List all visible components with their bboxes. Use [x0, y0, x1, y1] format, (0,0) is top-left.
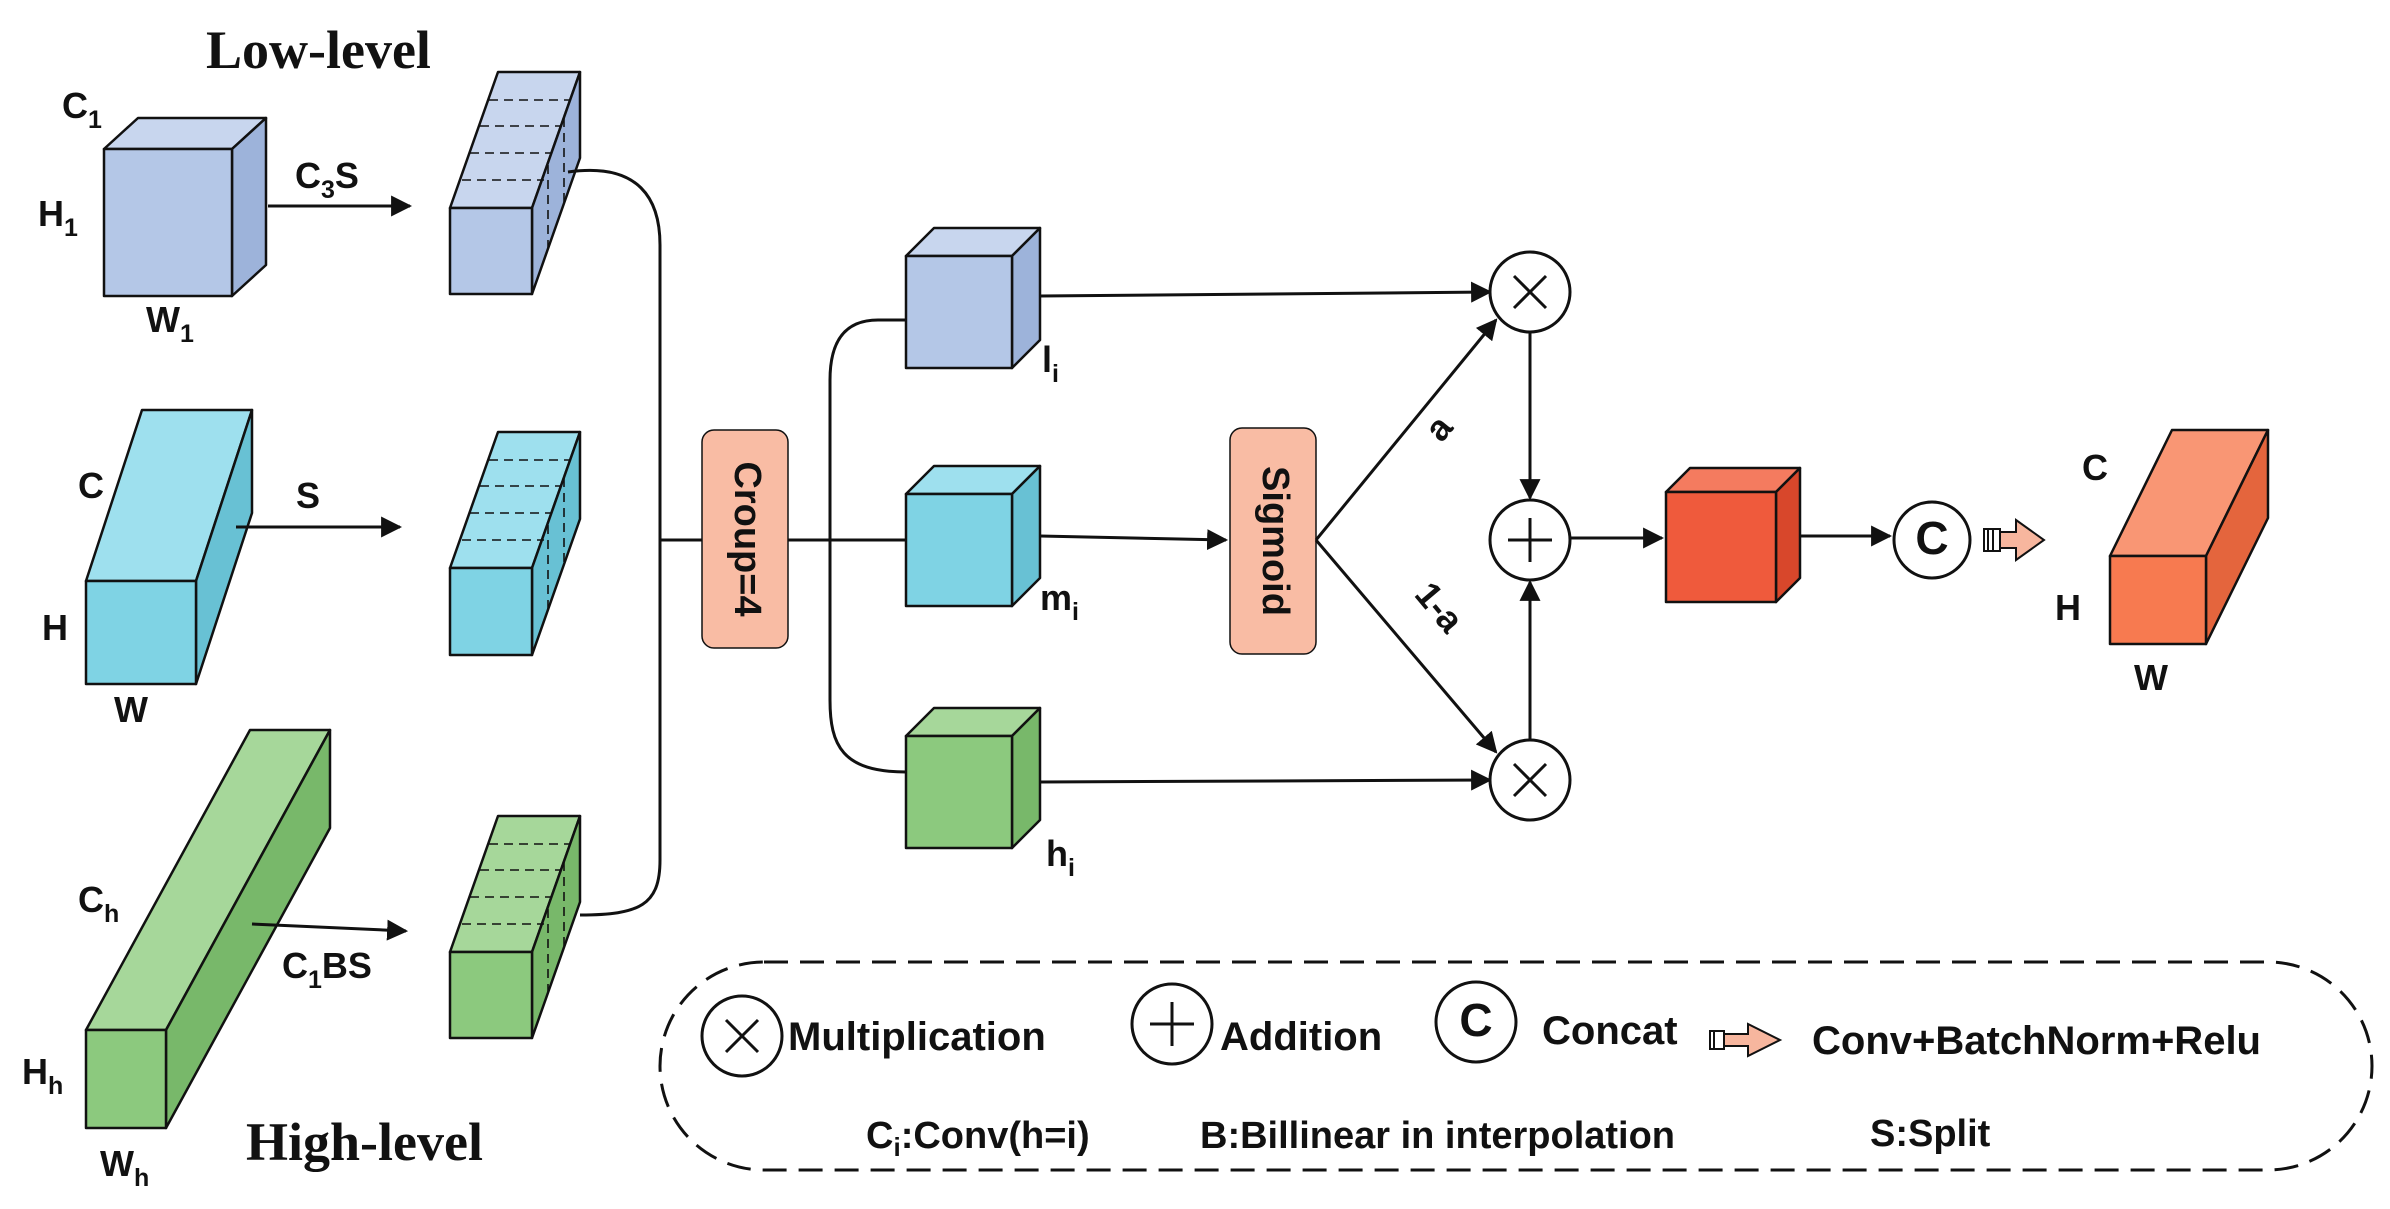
mid-level-split-slab: [448, 430, 582, 657]
high-level-input-cube: [84, 728, 332, 1130]
high-level-title: High-level: [246, 1112, 483, 1172]
low-level-split-slab: [448, 70, 582, 296]
mid-input-channel-label: C: [78, 465, 104, 506]
legend-bilinear-definition: B:Billinear in interpolation: [1200, 1115, 1675, 1157]
legend-concat-label: Concat: [1542, 1009, 1678, 1053]
mid-split-op-label: S: [296, 475, 320, 516]
output-height-label: H: [2055, 587, 2081, 628]
mid-input-width-label: W: [114, 689, 148, 730]
low-input-channel-label: C1: [62, 85, 102, 134]
legend-concat-icon: C: [1434, 980, 1518, 1064]
legend-split-definition: S:Split: [1870, 1113, 1991, 1155]
branch-h-label: hi: [1046, 833, 1075, 882]
l-to-multiply-arrow: [1039, 281, 1493, 303]
legend-conv-arrow-icon: [1709, 1022, 1783, 1058]
sigmoid-node-label: Sigmoid: [1254, 466, 1296, 616]
output-cube: [2108, 428, 2270, 646]
legend-addition-label: Addition: [1220, 1015, 1382, 1059]
high-split-arrow: [251, 919, 409, 941]
concat-node: C: [1892, 500, 1972, 580]
legend-conv-bn-relu-label: Conv+BatchNorm+Relu: [1812, 1019, 2261, 1063]
branch-l-cube: [904, 226, 1042, 370]
low-level-input-cube: [102, 116, 268, 298]
weight-one-minus-a-label: 1-a: [1407, 574, 1472, 641]
output-width-label: W: [2134, 657, 2168, 698]
group-node-label: Croup=4: [726, 461, 768, 616]
legend-multiplication-label: Multiplication: [788, 1015, 1046, 1059]
low-input-height-label: H1: [38, 193, 78, 242]
high-split-op-label: C1BS: [282, 945, 372, 994]
m-to-sigmoid-arrow: [1039, 529, 1229, 551]
legend-conv-definition: Ci:Conv(h=i): [866, 1115, 1090, 1162]
high-level-split-slab: [448, 814, 582, 1040]
branch-m-label: mi: [1040, 577, 1079, 626]
bottom-multiply-node: [1488, 738, 1572, 822]
svg-text:C: C: [1915, 512, 1948, 564]
low-level-title: Low-level: [206, 20, 431, 80]
weight-a-label: a: [1416, 406, 1461, 448]
fused-cube: [1664, 466, 1802, 604]
branch-m-cube: [904, 464, 1042, 608]
high-input-width-label: Wh: [100, 1143, 149, 1192]
addition-node: [1488, 498, 1572, 582]
top-multiply-node: [1488, 250, 1572, 334]
svg-text:C: C: [1459, 994, 1492, 1046]
sigmoid-to-bottom-multiply-arrow: [1314, 539, 1498, 754]
sigmoid-to-top-multiply-arrow: [1314, 318, 1498, 541]
legend-addition-icon: [1130, 982, 1214, 1066]
output-channel-label: C: [2082, 447, 2108, 488]
low-input-width-label: W1: [146, 299, 194, 348]
high-input-channel-label: Ch: [78, 879, 119, 928]
branch-fork: [828, 318, 907, 774]
slab-merge-brace: [567, 169, 662, 917]
legend-multiply-icon: [700, 994, 784, 1078]
high-input-height-label: Hh: [22, 1051, 63, 1100]
mid-input-height-label: H: [42, 607, 68, 648]
branch-l-label: li: [1042, 339, 1059, 388]
legend-box: [658, 960, 2374, 1172]
mid-level-input-cube: [84, 408, 254, 686]
branch-h-cube: [904, 706, 1042, 850]
h-to-multiply-arrow: [1039, 769, 1493, 791]
low-split-op-label: C3S: [295, 155, 359, 204]
conv-bn-relu-arrow: [1983, 518, 2046, 562]
